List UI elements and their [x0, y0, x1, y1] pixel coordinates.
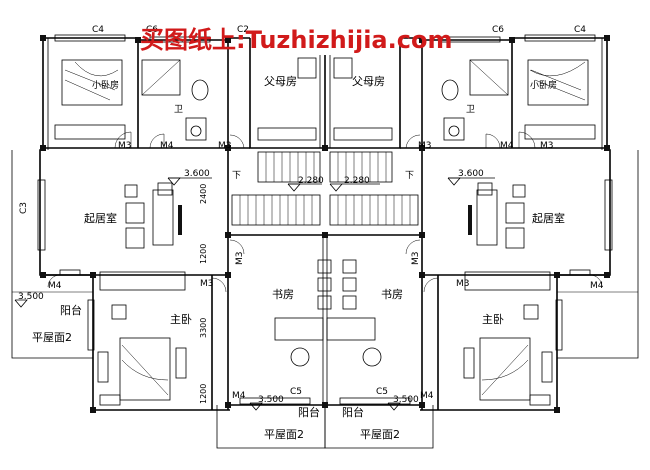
door-tag-m4-c: M4 — [48, 281, 62, 291]
dim-1200-upper: 1200 — [199, 244, 208, 264]
window-tag-c2: C2 — [237, 25, 249, 35]
room-label-small-bedroom-left: 小卧房 — [92, 79, 119, 91]
room-label-study-right: 书房 — [381, 288, 403, 301]
door-tag-m3-d: M3 — [540, 141, 554, 151]
stair-down-left: 下 — [232, 171, 241, 181]
dim-3300: 3300 — [199, 318, 208, 338]
furniture-master-left — [97, 271, 187, 406]
door-tag-m3-h: M3 — [456, 279, 470, 289]
furniture-living-right — [468, 182, 591, 276]
furniture-living-left — [59, 182, 182, 276]
room-label-living-left: 起居室 — [84, 211, 117, 225]
room-label-balcony-bottom-right: 阳台 — [342, 405, 364, 419]
window-tag-c4-right: C4 — [574, 25, 586, 35]
room-label-master-right: 主卧 — [482, 313, 504, 326]
room-label-bath-left: 卫 — [174, 105, 183, 115]
window-tag-c6-left: C6 — [146, 25, 158, 35]
door-tag-m3-a: M3 — [118, 141, 132, 151]
room-labels: 小卧房 卫 父母房 父母房 卫 小卧房 起居室 起居室 下 下 书房 书房 主卧… — [32, 75, 565, 441]
door-tag-m3-b: M3 — [218, 141, 232, 151]
window-tag-c5-left: C5 — [290, 387, 302, 397]
door-tag-m3-g: M3 — [200, 279, 214, 289]
room-label-parents-right: 父母房 — [352, 75, 385, 88]
tag-labels: C4 C6 C2 C6 C4 C3 C5 C5 M3 M4 M3 M3 M4 M… — [19, 25, 604, 401]
door-tag-m3-f: M3 — [411, 252, 421, 266]
furniture-small-bedroom-right — [524, 59, 596, 140]
stairs-right — [329, 151, 419, 226]
watermark-text: 买图纸上:Tuzhizhijia.com — [140, 26, 452, 54]
doors — [47, 131, 603, 293]
furniture-parents-rooms — [257, 57, 393, 141]
columns — [40, 35, 610, 413]
dim-1200-lower: 1200 — [199, 384, 208, 404]
level-marks — [14, 177, 495, 411]
room-label-living-right: 起居室 — [532, 211, 565, 225]
door-tag-m4-e: M4 — [232, 391, 246, 401]
room-label-master-left: 主卧 — [170, 313, 192, 326]
level-3500-side: 3.500 — [18, 292, 44, 302]
room-label-balcony-bottom-left: 阳台 — [298, 405, 320, 419]
window-tag-c6-right: C6 — [492, 25, 504, 35]
internal-walls — [43, 38, 607, 410]
windows — [37, 34, 613, 405]
level-2280-left: 2.280 — [298, 176, 324, 186]
level-3600-left: 3.600 — [184, 169, 210, 179]
room-label-small-bedroom-right: 小卧房 — [530, 79, 557, 91]
room-label-roof-bottom-left: 平屋面2 — [264, 428, 304, 441]
furniture-master-right — [463, 271, 553, 406]
dim-2400: 2400 — [199, 184, 208, 204]
stairs-left — [231, 151, 321, 226]
door-tag-m3-c: M3 — [418, 141, 432, 151]
furniture-bath-left — [141, 59, 209, 141]
room-label-roof-side: 平屋面2 — [32, 331, 72, 344]
stair-down-right: 下 — [405, 171, 414, 181]
window-tag-c5-right: C5 — [376, 387, 388, 397]
window-tag-c3: C3 — [19, 202, 29, 214]
level-2280-right: 2.280 — [344, 176, 370, 186]
door-tag-m4-a: M4 — [160, 141, 174, 151]
room-label-parents-left: 父母房 — [264, 75, 297, 88]
level-3600-right: 3.600 — [458, 169, 484, 179]
dimension-labels: 3.600 2.280 2.280 3.600 3.500 3.500 3.50… — [18, 169, 484, 405]
room-label-study-left: 书房 — [272, 288, 294, 301]
level-3500-bottom-left: 3.500 — [258, 395, 284, 405]
level-3500-bottom-right: 3.500 — [393, 395, 419, 405]
furniture-study — [274, 259, 382, 367]
room-label-roof-bottom-right: 平屋面2 — [360, 428, 400, 441]
door-tag-m4-f: M4 — [420, 391, 434, 401]
door-tag-m4-d: M4 — [590, 281, 604, 291]
room-label-balcony-side: 阳台 — [60, 303, 82, 317]
door-tag-m3-e: M3 — [235, 252, 245, 266]
furniture-bath-right — [441, 59, 509, 141]
room-label-bath-right: 卫 — [466, 105, 475, 115]
window-tag-c4-left: C4 — [92, 25, 104, 35]
door-tag-m4-b: M4 — [500, 141, 514, 151]
furniture-small-bedroom-left — [54, 59, 126, 140]
